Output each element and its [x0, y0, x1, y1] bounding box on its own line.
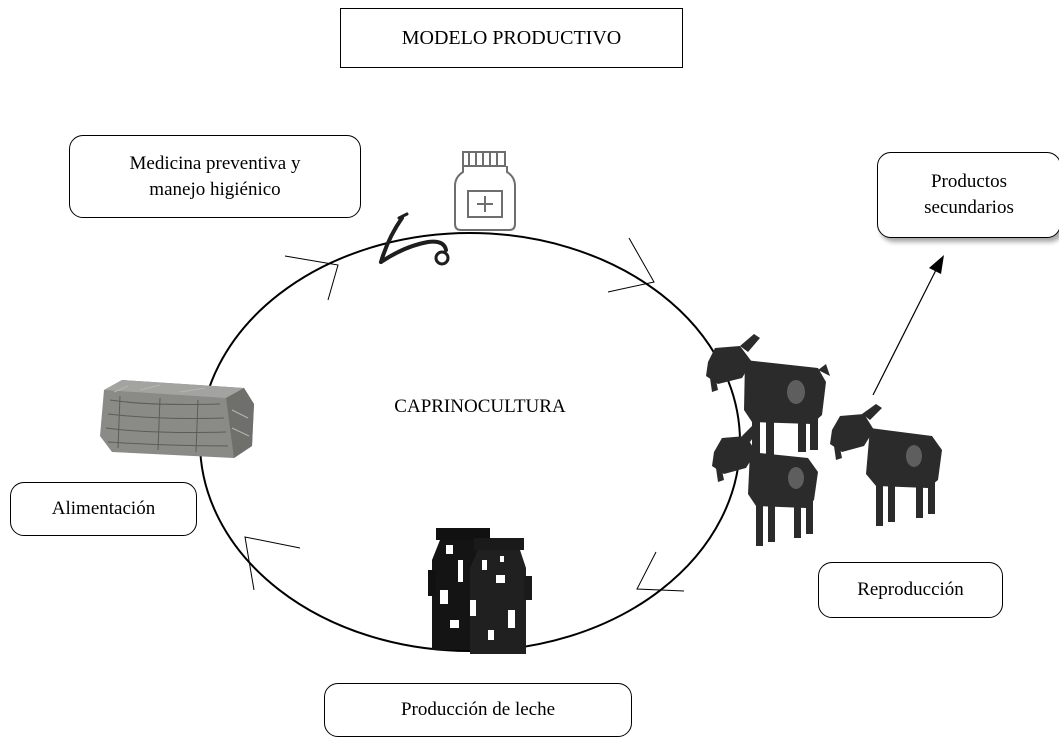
alimentacion-box: Alimentación [10, 482, 197, 536]
productos-label-line2: secundarios [924, 197, 1014, 218]
arrowhead-top-left [284, 255, 339, 301]
medicine-bottle-icon [454, 151, 516, 231]
medicina-label-line1: Medicina preventiva y [129, 152, 301, 174]
arrowhead-bottom-right [636, 551, 685, 592]
goats-icon [706, 334, 942, 546]
leche-label: Producción de leche [400, 699, 556, 721]
alimentacion-label: Alimentación [51, 498, 156, 520]
milk-cans-icon [428, 528, 532, 654]
arrowhead-top-right [607, 237, 655, 293]
title-box: MODELO PRODUCTIVO [340, 8, 683, 68]
cycle-arrowheads [244, 237, 685, 592]
goat-top [706, 334, 830, 458]
reproduccion-label: Reproducción [857, 579, 964, 601]
produccion-de-leche-box: Producción de leche [324, 683, 632, 737]
stethoscope-icon [379, 212, 450, 266]
goat-front [712, 424, 818, 546]
diagram-title: MODELO PRODUCTIVO [401, 26, 622, 49]
goat-right [830, 404, 942, 526]
hay-bale-icon [100, 380, 254, 458]
center-label: CAPRINOCULTURA [394, 396, 566, 417]
arrowhead-bottom-left [244, 536, 301, 591]
medicina-label-line2: manejo higiénico [149, 178, 281, 200]
reproduccion-box: Reproducción [818, 562, 1003, 618]
medicina-preventiva-box: Medicina preventiva y manejo higiénico [69, 135, 361, 218]
arrow-to-productos [872, 255, 944, 396]
productos-label-line1: Productos [930, 171, 1007, 193]
productos-secundarios-box: Productos secundarios [877, 152, 1059, 238]
